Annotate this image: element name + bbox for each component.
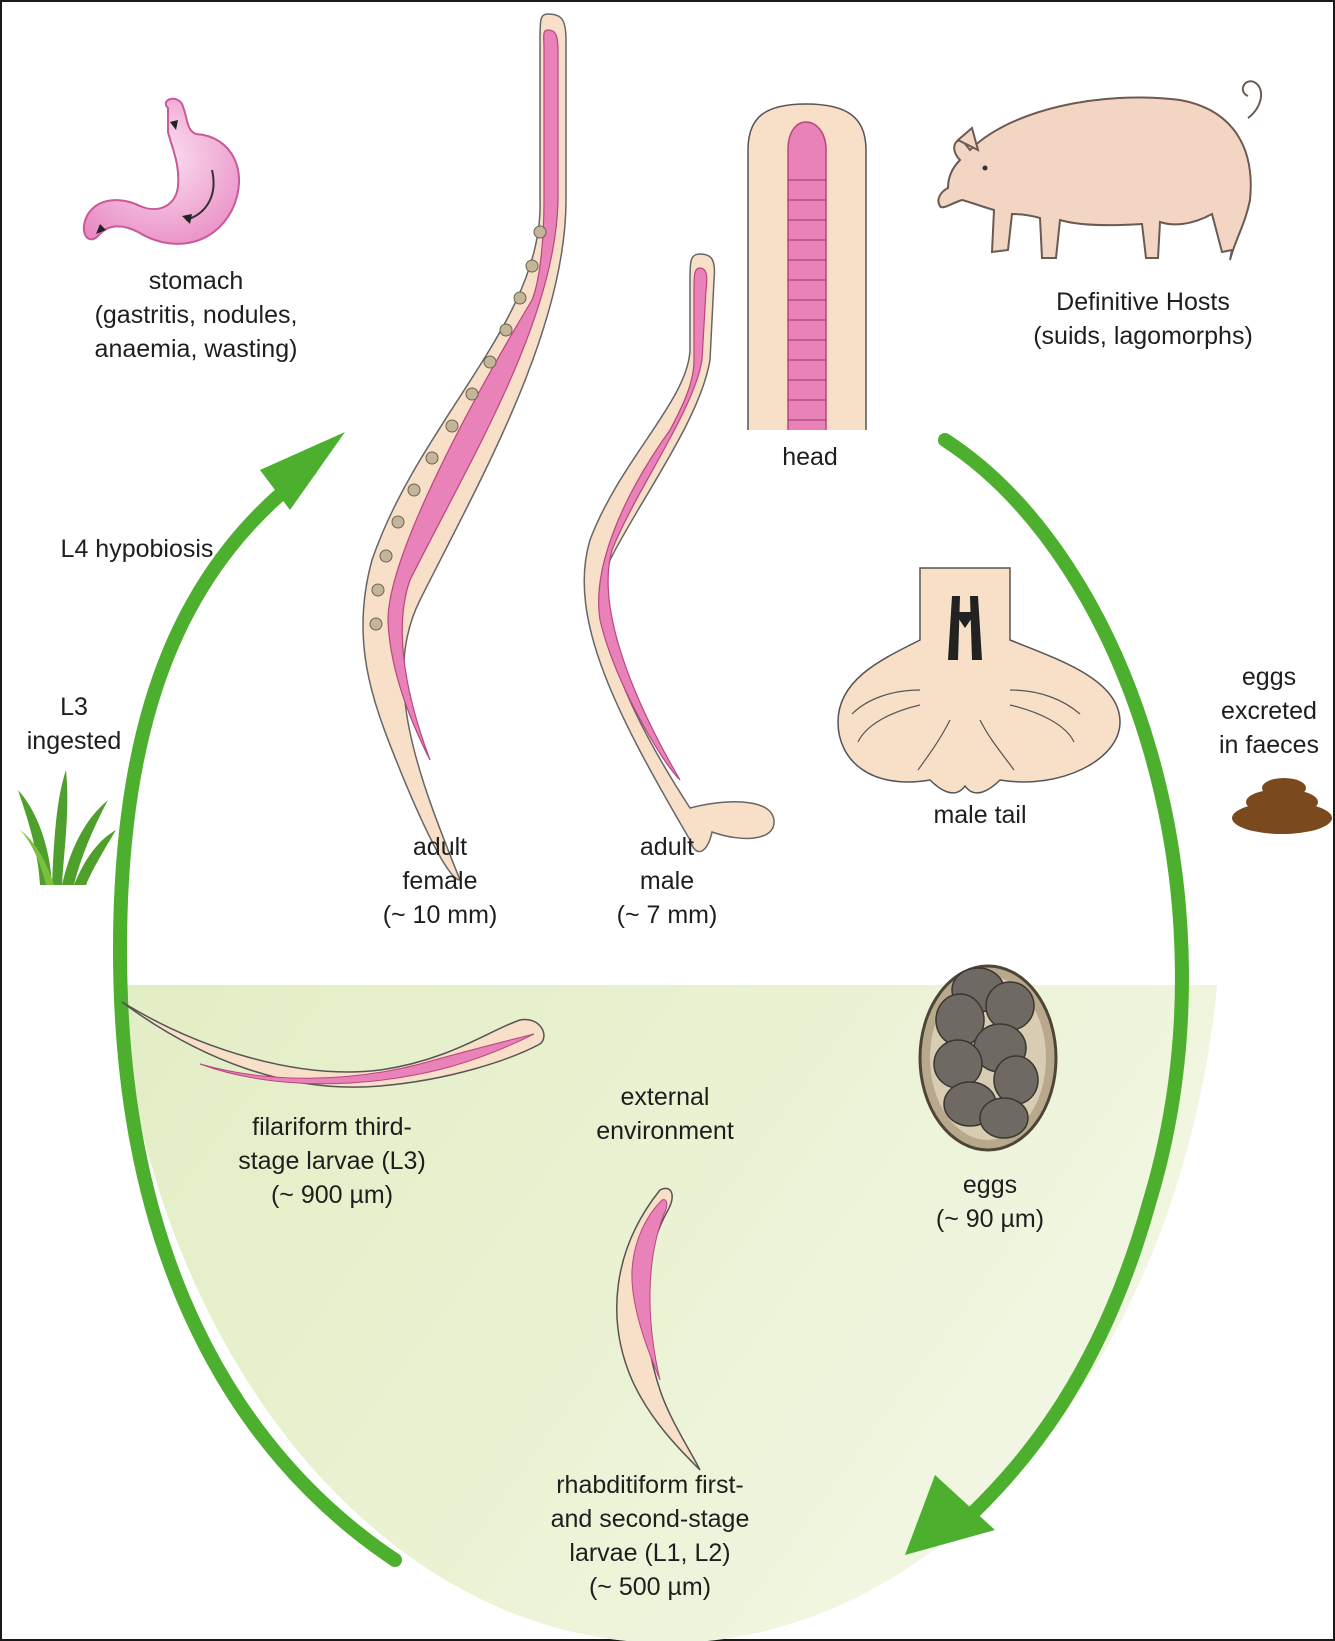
male-tail-illustration: [838, 568, 1120, 793]
pig-icon: [938, 81, 1261, 260]
stomach-icon: [84, 99, 239, 244]
label-adult-male: adult male (~ 7 mm): [592, 830, 742, 932]
adult-male-worm: [584, 254, 774, 852]
label-definitive-hosts: Definitive Hosts (suids, lagomorphs): [1018, 285, 1268, 353]
label-adult-female: adult female (~ 10 mm): [365, 830, 515, 932]
label-eggs-excreted: eggs excreted in faeces: [1208, 660, 1330, 762]
label-l4-hypobiosis: L4 hypobiosis: [42, 532, 232, 566]
egg-icon: [920, 966, 1056, 1150]
label-eggs: eggs (~ 90 µm): [920, 1168, 1060, 1236]
label-rhabditiform-l1-l2: rhabditiform first- and second-stage lar…: [525, 1468, 775, 1604]
grass-icon: [18, 770, 116, 885]
label-head: head: [760, 440, 860, 474]
head-illustration: [748, 104, 866, 430]
label-l3-ingested: L3 ingested: [14, 690, 134, 758]
label-stomach: stomach (gastritis, nodules, anaemia, wa…: [76, 264, 316, 366]
label-filariform-l3: filariform third- stage larvae (L3) (~ 9…: [222, 1110, 442, 1212]
adult-female-worm: [363, 14, 566, 880]
label-male-tail: male tail: [910, 798, 1050, 832]
faeces-icon: [1232, 778, 1332, 834]
label-external-environment: external environment: [570, 1080, 760, 1148]
